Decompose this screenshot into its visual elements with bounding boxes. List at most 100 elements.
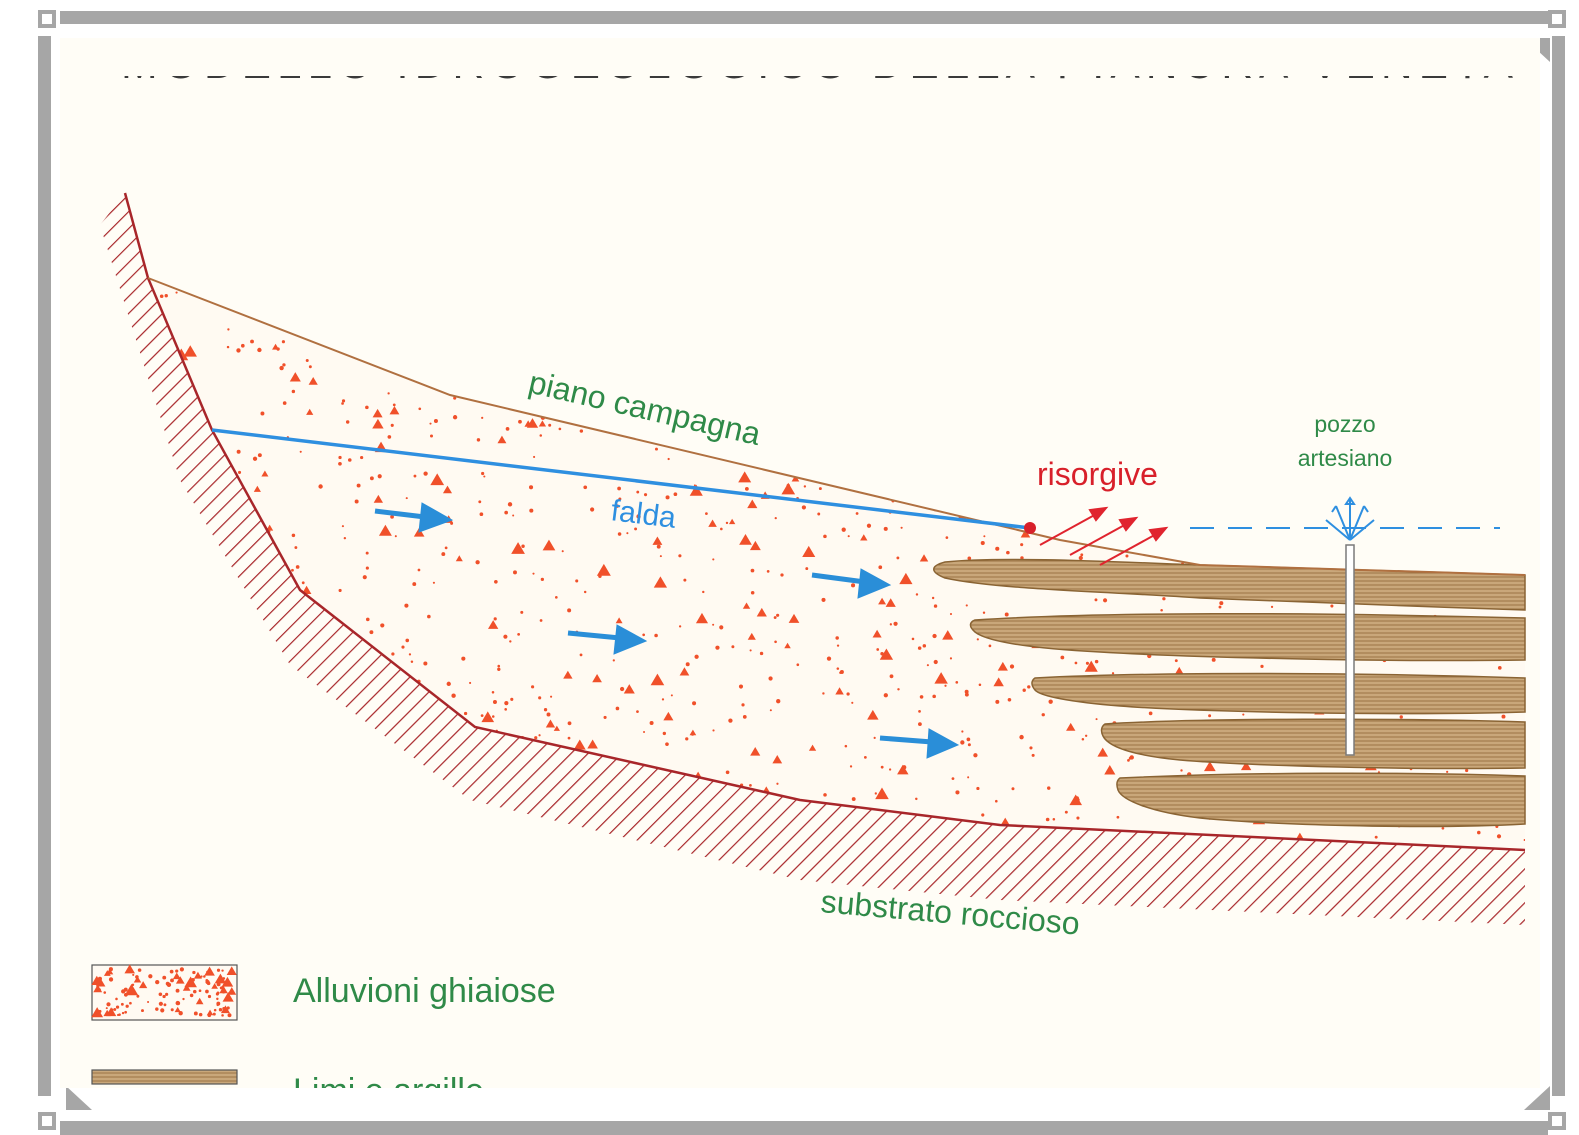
image-viewport[interactable]: MODELLO IDROGEOLOGICO DELLA PIANURA VENE… [60, 38, 1540, 1088]
gravel-speck [1175, 659, 1178, 662]
gravel-speck [361, 833, 365, 837]
gravel-speck [378, 474, 382, 478]
gravel-speck [338, 462, 342, 466]
gravel-speck [1481, 312, 1484, 315]
gravel-speck [142, 549, 144, 551]
gravel-speck [124, 993, 128, 997]
gravel-speck [1021, 422, 1025, 426]
gravel-speck [1533, 302, 1536, 305]
gravel-speck [1443, 442, 1447, 446]
gravel-speck [876, 648, 879, 651]
gravel-speck [1005, 278, 1009, 282]
gravel-speck [223, 594, 226, 597]
gravel-speck [519, 304, 532, 315]
gravel-speck [1519, 319, 1532, 330]
gravel-speck [840, 670, 844, 674]
gravel-speck [456, 292, 460, 296]
gravel-speck [983, 535, 985, 537]
gravel-speck [305, 777, 309, 781]
gravel-speck [298, 782, 302, 786]
gravel-speck [1130, 755, 1134, 759]
gravel-speck [961, 478, 963, 480]
gravel-speck [618, 532, 622, 536]
gravel-speck [774, 616, 777, 619]
gravel-speck [319, 788, 322, 791]
gravel-speck [1123, 385, 1127, 389]
gravel-speck [705, 512, 708, 515]
gravel-speck [822, 692, 824, 694]
gravel-speck [537, 828, 539, 830]
gravel-speck [889, 768, 891, 770]
gravel-speck [1424, 291, 1437, 302]
gravel-speck [1065, 811, 1068, 814]
gravel-speck [1231, 536, 1235, 540]
gravel-speck [219, 587, 222, 590]
gravel-speck [301, 778, 304, 781]
gravel-speck [192, 971, 195, 974]
gravel-speck [616, 707, 620, 711]
gravel-speck [613, 323, 616, 326]
diagonal-arrow-icon [1040, 508, 1106, 545]
gravel-speck [823, 396, 825, 398]
gravel-speck [257, 653, 271, 665]
gravel-speck [994, 397, 998, 401]
gravel-speck [174, 766, 178, 770]
gravel-speck [242, 728, 245, 731]
gravel-speck [1193, 320, 1195, 322]
gravel-speck [916, 593, 918, 595]
gravel-speck [1323, 517, 1325, 519]
gravel-speck [931, 286, 935, 290]
gravel-speck [938, 434, 940, 436]
gravel-speck [710, 382, 714, 386]
gravel-speck [1052, 302, 1055, 305]
gravel-speck [583, 485, 587, 489]
gravel-speck [217, 991, 220, 994]
gravel-speck [842, 528, 846, 532]
gravel-speck [965, 690, 969, 694]
gravel-speck [124, 1011, 127, 1014]
gravel-speck [967, 738, 971, 742]
gravel-speck [253, 457, 257, 461]
gravel-speck [399, 287, 403, 291]
gravel-speck [300, 712, 303, 715]
gravel-speck [981, 541, 985, 545]
gravel-speck [497, 668, 500, 671]
gravel-speck [875, 403, 877, 405]
gravel-speck [590, 507, 594, 511]
gravel-speck [1260, 484, 1267, 490]
gravel-speck [147, 491, 149, 493]
gravel-speck [353, 807, 360, 813]
gravel-speck [170, 970, 174, 974]
gravel-speck [767, 441, 769, 443]
gravel-speck [1204, 477, 1206, 479]
gravel-speck [480, 512, 484, 516]
gravel-speck [210, 753, 214, 757]
gravel-speck [184, 807, 192, 814]
gravel-speck [915, 798, 917, 800]
gravel-speck [279, 366, 283, 370]
gravel-speck [1315, 519, 1318, 522]
gravel-speck [355, 499, 359, 503]
gravel-speck [139, 427, 147, 434]
gravel-speck [415, 773, 418, 776]
gravel-speck [920, 438, 923, 441]
gravel-speck [848, 439, 851, 442]
gravel-speck [1208, 400, 1215, 406]
gravel-speck [1103, 598, 1107, 602]
gravel-speck [1158, 363, 1162, 367]
gravel-speck [890, 347, 892, 349]
gravel-speck [714, 358, 718, 362]
gravel-speck [1106, 388, 1114, 395]
gravel-speck [1177, 280, 1181, 284]
gravel-speck [236, 348, 240, 352]
gravel-speck [800, 393, 802, 395]
gravel-speck [944, 685, 946, 687]
gravel-speck [1073, 496, 1086, 507]
gravel-speck [224, 713, 227, 716]
gravel-speck [1398, 316, 1402, 320]
gravel-speck [540, 619, 543, 622]
gravel-speck [220, 270, 223, 273]
gravel-speck [969, 309, 972, 312]
gravel-speck [494, 580, 498, 584]
gravel-speck [229, 781, 231, 783]
